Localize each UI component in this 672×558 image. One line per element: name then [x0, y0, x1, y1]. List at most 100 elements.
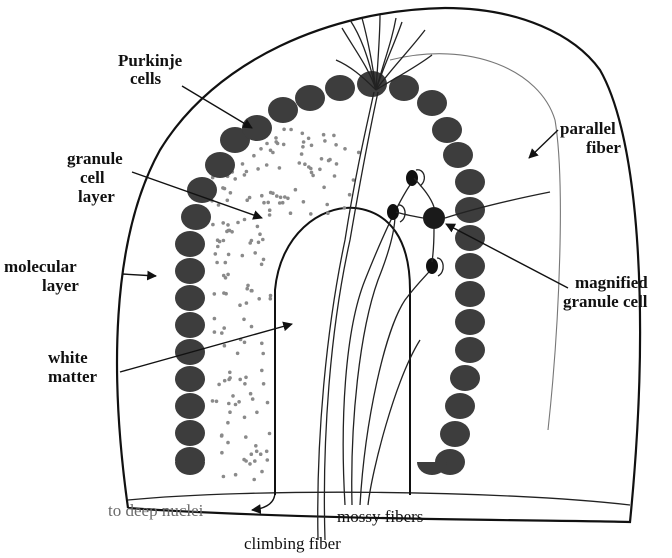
granule-dot [289, 211, 293, 215]
granule-dot [266, 401, 270, 405]
granule-dot [262, 258, 266, 262]
granule-dot [257, 297, 261, 301]
purkinje-cell [175, 285, 205, 311]
granule-dot [242, 318, 246, 322]
granule-dot [222, 326, 226, 330]
granule-dot [253, 251, 257, 255]
granule-dot [245, 170, 249, 174]
granule-dot [311, 174, 315, 178]
granule-dot [250, 325, 254, 329]
granule-dot [221, 221, 225, 225]
granule-dot [343, 147, 347, 151]
granule-dot [213, 330, 217, 334]
granule-dot [228, 371, 232, 375]
granule-dot [237, 400, 241, 404]
granule-dot [274, 136, 278, 140]
granule-dot [220, 331, 224, 335]
purkinje-cell [242, 115, 272, 141]
granule-dot [228, 376, 232, 380]
granule-dot [226, 421, 230, 425]
purkinje-cell [440, 421, 470, 447]
granule-dot [251, 397, 255, 401]
purkinje-cell [417, 90, 447, 116]
purkinje-cell [181, 204, 211, 230]
label-magnified-granule-cell: magnified granule cell [563, 273, 652, 311]
granule-dot [236, 352, 240, 356]
granule-dot [233, 177, 237, 181]
granule-dot [289, 128, 293, 132]
granule-dot [226, 199, 230, 203]
granule-dot [260, 342, 264, 346]
granule-dot [227, 253, 231, 257]
granule-dot [243, 382, 247, 386]
climbing-fiber [318, 92, 378, 540]
granule-dot [255, 411, 259, 415]
granule-dot [278, 201, 282, 205]
purkinje-cell [175, 258, 205, 284]
granule-dot [227, 402, 231, 406]
granule-dot [279, 196, 283, 200]
granule-dot [268, 208, 272, 212]
granule-dot [222, 475, 226, 479]
granule-dot [325, 203, 329, 207]
granule-dot [307, 165, 311, 169]
arrow-white-matter [120, 324, 292, 372]
granule-dot [228, 410, 232, 414]
purkinje-cell [455, 337, 485, 363]
granule-dot [211, 399, 215, 403]
granule-dot [271, 151, 275, 155]
granule-dot [343, 206, 347, 210]
granule-dot [258, 232, 262, 236]
granule-dot [320, 157, 324, 161]
purkinje-cell [455, 169, 485, 195]
granule-dot [268, 432, 272, 436]
granule-dot [326, 211, 330, 215]
granule-dot [246, 284, 250, 288]
purkinje-cell [455, 253, 485, 279]
purkinje-cell [175, 231, 205, 257]
granule-dot [348, 193, 352, 197]
arrow-molecular-layer [122, 274, 156, 276]
arrow-parallel-fiber [529, 130, 558, 158]
label-mossy-fibers: mossy fibers [337, 507, 423, 526]
granule-dot [257, 241, 261, 245]
granule-dot [226, 441, 230, 445]
purkinje-cell [443, 142, 473, 168]
granule-dot [274, 140, 278, 144]
granule-dot [248, 462, 252, 466]
purkinje-cell [175, 420, 205, 446]
granule-dot [259, 147, 263, 151]
granule-dot [229, 191, 233, 195]
granule-dot [302, 200, 306, 204]
granule-dot [234, 403, 238, 407]
purkinje-cell [445, 393, 475, 419]
granule-dot [301, 132, 305, 136]
granule-dot [245, 287, 249, 291]
granule-dot [252, 154, 256, 158]
granule-dot [244, 435, 248, 439]
granule-dot [266, 201, 270, 205]
granule-dot [269, 294, 273, 298]
granule-dot [333, 174, 337, 178]
granule-dot [262, 201, 266, 205]
mossy-fibers [343, 185, 432, 505]
granule-dot [236, 221, 240, 225]
granule-dot [223, 379, 227, 383]
granule-dot [335, 162, 339, 166]
granule-dot [261, 238, 265, 242]
granule-dot [252, 478, 256, 482]
purkinje-cell-cut [175, 462, 205, 475]
granule-dot [215, 261, 219, 265]
purkinje-cell [455, 309, 485, 335]
granule-dot [322, 186, 326, 190]
granule-dot [238, 378, 242, 382]
label-climbing-fiber: climbing fiber [244, 534, 341, 553]
granule-dot [223, 187, 227, 191]
granule-dot [242, 458, 246, 462]
granule-dot [300, 152, 304, 156]
granule-dot [211, 223, 215, 227]
granule-dot [310, 144, 314, 148]
granule-dot [255, 450, 259, 454]
granule-dot [332, 134, 336, 138]
purkinje-cell [175, 312, 205, 338]
